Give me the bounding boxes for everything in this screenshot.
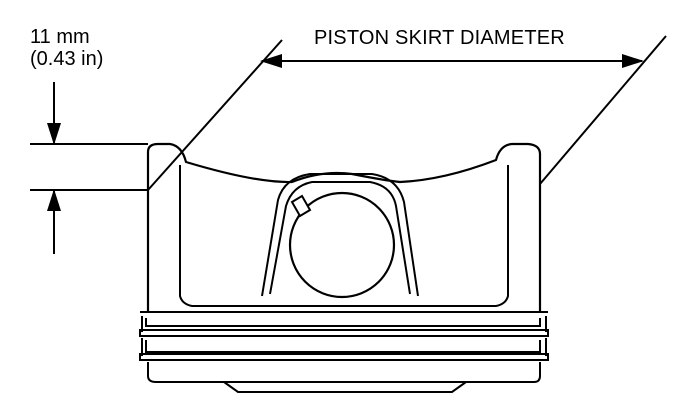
ring-lands [139,311,549,383]
measurement-metric-label: 11 mm [30,26,90,48]
pin-bore-circle [288,191,396,299]
measurement-imperial-label: (0.43 in) [30,48,104,70]
pin-clip-tab [290,194,312,218]
piston-skirt-bottom [223,381,467,393]
piston-pin [288,191,396,299]
skirt-diameter-extension-lines [147,35,667,191]
piston-inner-outline [179,165,509,307]
pin-boss [261,173,419,297]
skirt-diameter-label: PISTON SKIRT DIAMETER [314,27,565,49]
measurement-extension-lines [30,143,148,191]
